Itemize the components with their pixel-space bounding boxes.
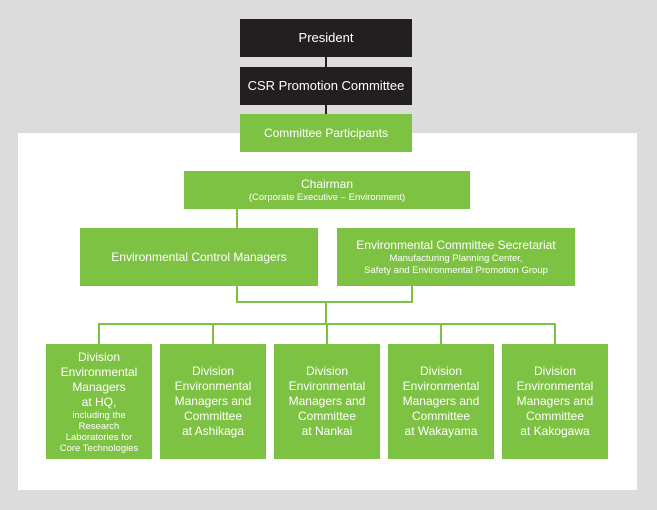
- division-line: Division: [533, 364, 576, 378]
- division-line: at Wakayama: [404, 424, 478, 438]
- connector-managers-down: [236, 286, 238, 302]
- csr-committee-box: CSR Promotion Committee: [240, 67, 412, 105]
- csr-committee-label: CSR Promotion Committee: [247, 78, 405, 93]
- division-box-wakayama: Division Environmental Managers and Comm…: [388, 344, 494, 459]
- division-line: Committee: [297, 409, 356, 423]
- division-box-hq: Division Environmental Managers at HQ, i…: [46, 344, 152, 459]
- division-line: at HQ,: [81, 394, 117, 409]
- division-line: Committee: [411, 409, 470, 423]
- division-line: Committee: [525, 409, 584, 423]
- division-line: Division: [419, 364, 462, 378]
- division-line: at Ashikaga: [181, 424, 245, 438]
- division-line: Environmental: [516, 379, 594, 393]
- division-box-ashikaga: Division Environmental Managers and Comm…: [160, 344, 266, 459]
- connector-division-5: [554, 324, 556, 345]
- connector-csr-participants: [325, 104, 327, 115]
- president-box: President: [240, 19, 412, 57]
- division-box-kakogawa: Division Environmental Managers and Comm…: [502, 344, 608, 459]
- division-line: Environmental: [402, 379, 480, 393]
- connector-join-bar: [236, 301, 412, 303]
- division-line: at Nankai: [301, 424, 353, 438]
- secretariat-box: Environmental Committee Secretariat Manu…: [337, 228, 575, 286]
- connector-division-4: [440, 324, 442, 345]
- division-line: Managers and: [516, 394, 594, 408]
- president-label: President: [298, 30, 354, 45]
- division-line: at Kakogawa: [520, 424, 590, 438]
- division-line: Division: [305, 364, 348, 378]
- division-box-nankai: Division Environmental Managers and Comm…: [274, 344, 380, 459]
- connector-chairman-managers: [236, 208, 238, 229]
- connector-to-divisions: [325, 302, 327, 324]
- secretariat-line-2: Safety and Environmental Promotion Group: [364, 264, 548, 276]
- division-subline: Research: [78, 420, 120, 432]
- division-line: Division: [191, 364, 234, 378]
- division-line: Environmental: [60, 364, 138, 379]
- division-line: Committee: [183, 409, 242, 423]
- chairman-subtitle: (Corporate Executive – Environment): [248, 191, 406, 203]
- control-managers-label: Environmental Control Managers: [111, 249, 287, 264]
- division-line: Managers: [72, 379, 126, 394]
- division-subline: including the: [72, 409, 126, 421]
- connector-secretariat-down: [411, 286, 413, 303]
- connector-division-1: [98, 324, 100, 345]
- connector-division-2: [212, 324, 214, 345]
- division-line: Managers and: [402, 394, 480, 408]
- division-line: Managers and: [288, 394, 366, 408]
- participants-box: Committee Participants: [240, 114, 412, 152]
- secretariat-title: Environmental Committee Secretariat: [356, 237, 556, 252]
- division-subline: Core Technologies: [59, 442, 139, 454]
- secretariat-line-1: Manufacturing Planning Center,: [389, 252, 523, 264]
- division-subline: Laboratories for: [65, 431, 133, 443]
- participants-label: Committee Participants: [263, 125, 389, 140]
- chairman-box: Chairman (Corporate Executive – Environm…: [184, 171, 470, 209]
- control-managers-box: Environmental Control Managers: [80, 228, 318, 286]
- division-line: Environmental: [288, 379, 366, 393]
- connector-president-csr: [325, 56, 327, 67]
- division-line: Environmental: [174, 379, 252, 393]
- chairman-title: Chairman: [300, 176, 354, 191]
- division-line: Division: [77, 349, 120, 364]
- connector-division-3: [326, 324, 328, 345]
- division-line: Managers and: [174, 394, 252, 408]
